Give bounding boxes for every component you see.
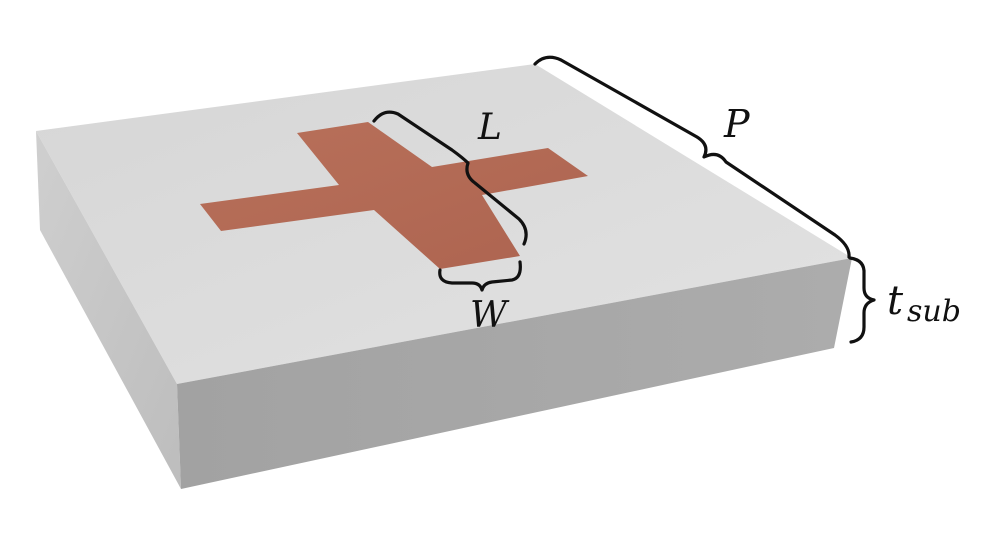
substrate-front-face [177,258,852,489]
substrate-left-face [36,131,181,489]
label-p: P [723,102,751,146]
cross-patch [200,122,588,269]
label-l: L [477,107,502,148]
bracket-t [848,256,876,344]
bracket-p [533,55,851,259]
label-t: t [887,278,904,324]
label-w: W [470,295,510,336]
bracket-w [438,260,522,292]
label-sub: sub [907,294,961,329]
dimension-brackets [372,55,876,344]
bracket-l [372,110,528,246]
